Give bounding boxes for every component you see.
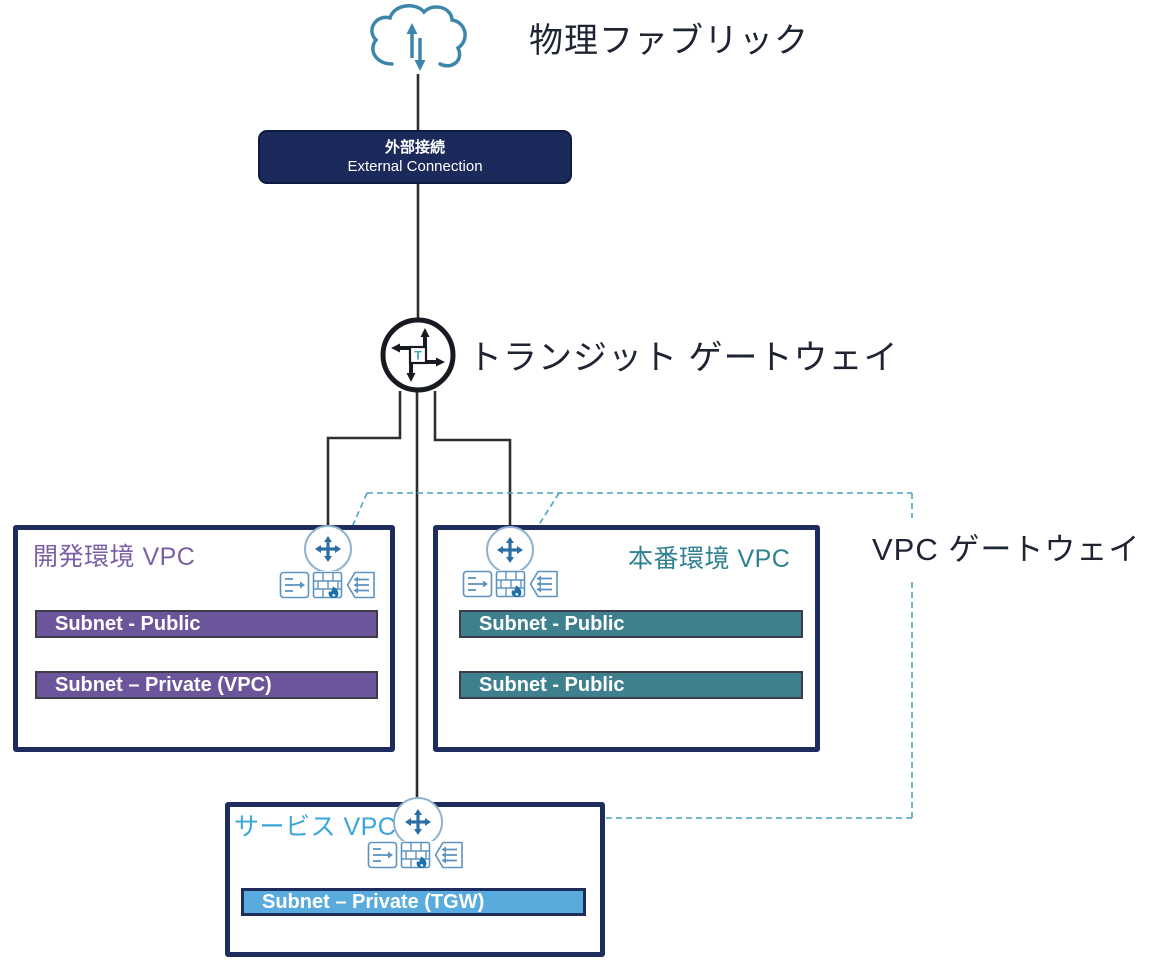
physical-fabric-label: 物理ファブリック [529,22,809,60]
dev-vpc-title: 開発環境 VPC [33,543,196,571]
route-table-icon [462,570,493,598]
external-connection-title-ja: 外部接続 [384,139,445,156]
network-acl-icon [529,570,558,598]
firewall-icon [312,571,343,599]
network-acl-icon [434,841,463,869]
prod-subnet-public-bar-1: Subnet - Public [459,610,803,638]
cloud-icon [370,4,467,71]
prod-vpc-title: 本番環境 VPC [628,545,791,573]
firewall-icon [495,570,526,598]
network-acl-icon [346,571,375,599]
transit-gateway-icon: T [380,317,456,393]
service-vpc-services-icons [367,841,464,869]
line-tgw-to-dev-vpc [326,391,402,530]
route-table-icon [367,841,398,869]
gateway-cross-icon [315,536,341,562]
line-tgw-to-prod-vpc [433,391,512,530]
service-vpc-title: サービス VPC [234,813,397,841]
prod-subnet-public-bar-2: Subnet - Public [459,671,803,699]
dev-vpc-gateway-icon [304,525,352,573]
transit-gateway-label: トランジット ゲートウェイ [468,339,899,377]
firewall-icon [400,841,431,869]
service-vpc-gateway-icon [393,797,443,847]
vpc-gateway-label: VPC ゲートウェイ [872,532,1141,567]
external-connection-title-en: External Connection [347,158,483,175]
route-table-icon [279,571,310,599]
dev-subnet-public-bar: Subnet - Public [35,610,378,638]
transit-gateway-letter: T [414,349,422,363]
dev-subnet-private-bar: Subnet – Private (VPC) [35,671,378,699]
gateway-cross-icon [497,537,523,563]
dev-vpc-services-icons [279,571,376,599]
prod-vpc-gateway-icon [486,526,534,574]
gateway-cross-icon [405,809,431,835]
prod-vpc-services-icons [462,570,559,598]
external-connection-box: 外部接続 External Connection [258,130,572,184]
service-subnet-private-tgw-bar: Subnet – Private (TGW) [241,888,586,916]
